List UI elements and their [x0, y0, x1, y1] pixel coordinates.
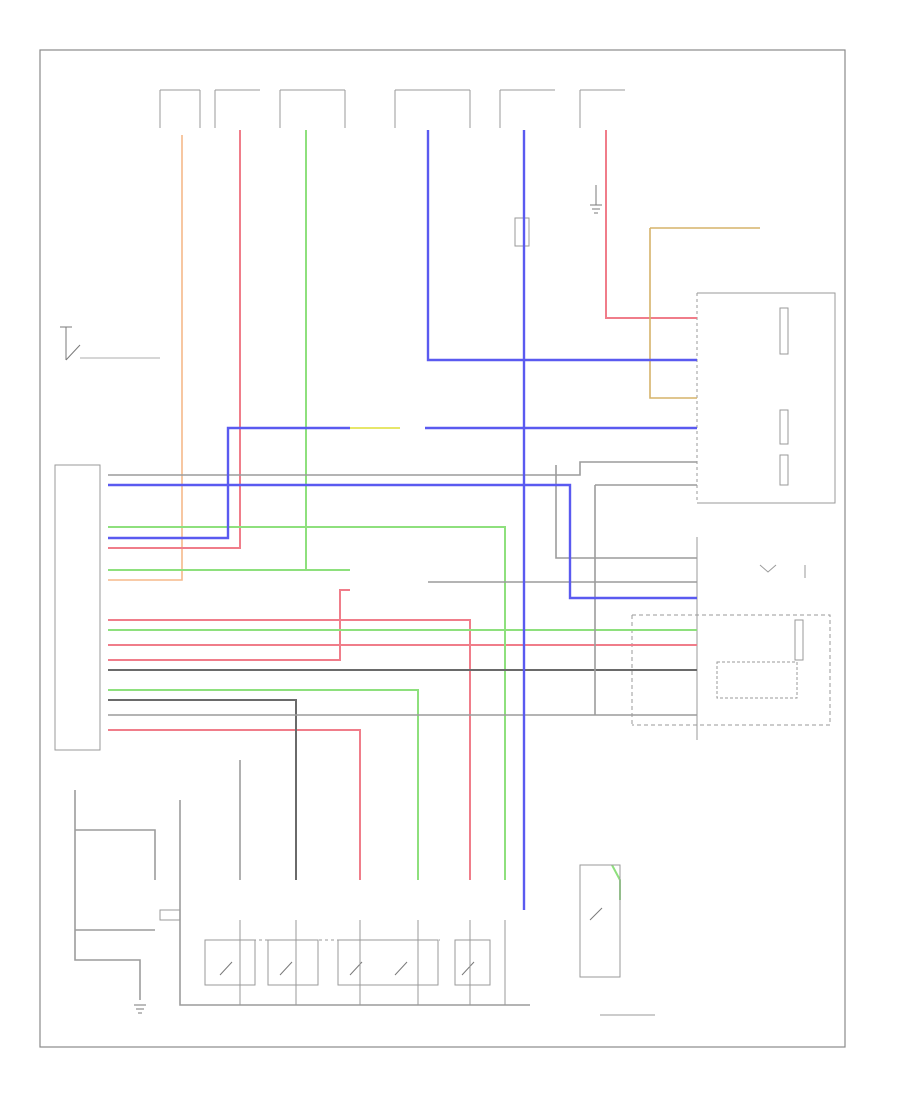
wire-gray-8 [75, 829, 156, 931]
wire-blue-4 [108, 483, 697, 600]
wire-blue-3 [108, 426, 697, 540]
wire-green-2 [108, 526, 506, 880]
combination-meter-connector [696, 292, 836, 504]
wire-gray-3 [594, 484, 697, 715]
wire-red-4 [108, 589, 350, 661]
wire-gray-1 [108, 461, 697, 476]
ecu-connector [54, 464, 101, 751]
wire-red-3 [108, 619, 471, 880]
wire-dark-2 [108, 699, 297, 880]
wire-green-5 [611, 864, 621, 900]
wire-green-1 [108, 130, 350, 571]
top-power-supply-group [159, 89, 625, 247]
wire-gray-5 [555, 465, 697, 559]
wire-gray-7 [74, 790, 141, 1000]
wire-green-3 [108, 689, 419, 880]
wire-orange [108, 135, 183, 581]
switch-assembly [134, 864, 621, 1014]
diagram-frame [39, 49, 846, 1048]
wire-tan [649, 227, 760, 399]
wire-red-2 [605, 130, 697, 319]
left-sensor-switch [60, 326, 160, 361]
steering-sensor-connector [631, 537, 831, 740]
wire-red-1 [108, 130, 241, 549]
wire-red-5 [108, 729, 361, 880]
wire-blue-1 [426, 130, 697, 362]
wire-gray-6 [179, 800, 530, 1006]
